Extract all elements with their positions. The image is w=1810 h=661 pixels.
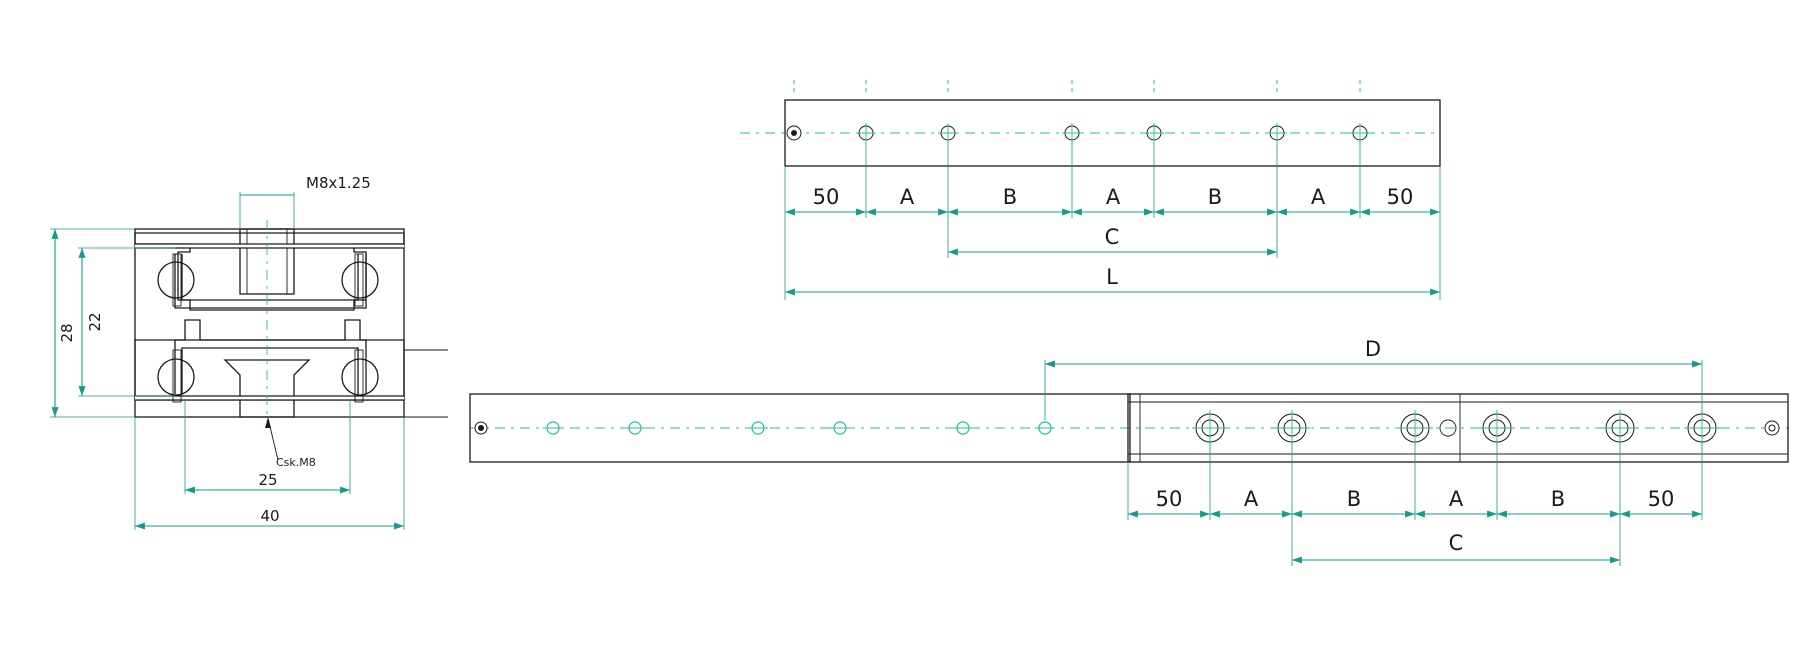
bottom-hole-4 <box>748 421 768 435</box>
slide-hole-2 <box>1274 410 1310 446</box>
top-hole-4 <box>1062 123 1082 143</box>
outer-rail-body <box>469 393 1131 463</box>
top-hole-7 <box>1350 123 1370 143</box>
bottom-dim-end-left: 50 <box>1156 487 1183 511</box>
slide-hole-3 <box>1397 410 1433 446</box>
top-center-marks <box>793 80 1361 95</box>
top-dim-c: C <box>1105 225 1120 249</box>
ball-top-right <box>341 261 379 299</box>
top-hole-3 <box>938 123 958 143</box>
ball-top-left <box>157 261 195 299</box>
top-rail-view: 50 A B A B A 50 C L <box>740 80 1441 300</box>
top-dim-a2: A <box>1106 185 1121 209</box>
top-dim-b2: B <box>1208 185 1222 209</box>
bottom-hole-5 <box>830 421 850 435</box>
inner-rail-profile-lower <box>174 339 367 394</box>
thread-label: M8x1.25 <box>306 174 371 192</box>
top-dim-a1: A <box>900 185 915 209</box>
countersink-label: Csk.M8 <box>276 456 316 469</box>
dim-height-inner: 22 <box>86 312 104 331</box>
bottom-dim-a2: A <box>1449 487 1464 511</box>
top-hole-5 <box>1144 123 1164 143</box>
slide-end-hole <box>1764 420 1780 436</box>
inner-slide-body <box>1127 393 1789 463</box>
bottom-dim-b2: B <box>1551 487 1565 511</box>
bottom-rail-view: D 50 A B A B 50 C <box>469 337 1790 566</box>
inner-slide-holes <box>1192 410 1780 446</box>
countersink-hole <box>223 359 311 418</box>
slide-hole-5 <box>1602 410 1638 446</box>
top-dim-b1: B <box>1003 185 1017 209</box>
outer-rail-holes <box>474 421 1055 435</box>
slide-hole-6 <box>1684 410 1720 446</box>
slide-hole-4 <box>1479 410 1515 446</box>
bottom-dim-a1: A <box>1244 487 1259 511</box>
dim-width-inner: 25 <box>258 471 277 489</box>
ball-bottom-right <box>341 358 379 396</box>
bottom-dim-end-right: 50 <box>1648 487 1675 511</box>
bottom-hole-7 <box>1035 421 1055 435</box>
inner-rail-profile <box>174 254 367 309</box>
dim-width-outer: 40 <box>260 507 279 525</box>
top-hole-1 <box>786 125 802 141</box>
bottom-dim-c: C <box>1449 531 1464 555</box>
top-dim-l: L <box>1106 265 1118 289</box>
cross-section-view: M8x1.25 Csk.M8 28 22 25 40 <box>50 174 448 530</box>
bottom-hole-2 <box>543 421 563 435</box>
top-hole-2 <box>856 123 876 143</box>
top-dim-a3: A <box>1311 185 1326 209</box>
top-dim-end-right: 50 <box>1387 185 1414 209</box>
bottom-dim-d: D <box>1365 337 1381 361</box>
bottom-dim-b1: B <box>1347 487 1361 511</box>
slide-hole-1 <box>1192 410 1228 446</box>
dim-height-outer: 28 <box>58 323 76 342</box>
ball-bottom-left <box>157 358 195 396</box>
top-rail-body <box>784 99 1441 167</box>
bottom-hole-1 <box>474 421 488 435</box>
top-rail-holes <box>786 123 1370 143</box>
top-dim-end-left: 50 <box>813 185 840 209</box>
bottom-hole-3 <box>625 421 645 435</box>
bottom-hole-6 <box>953 421 973 435</box>
top-hole-6 <box>1267 123 1287 143</box>
